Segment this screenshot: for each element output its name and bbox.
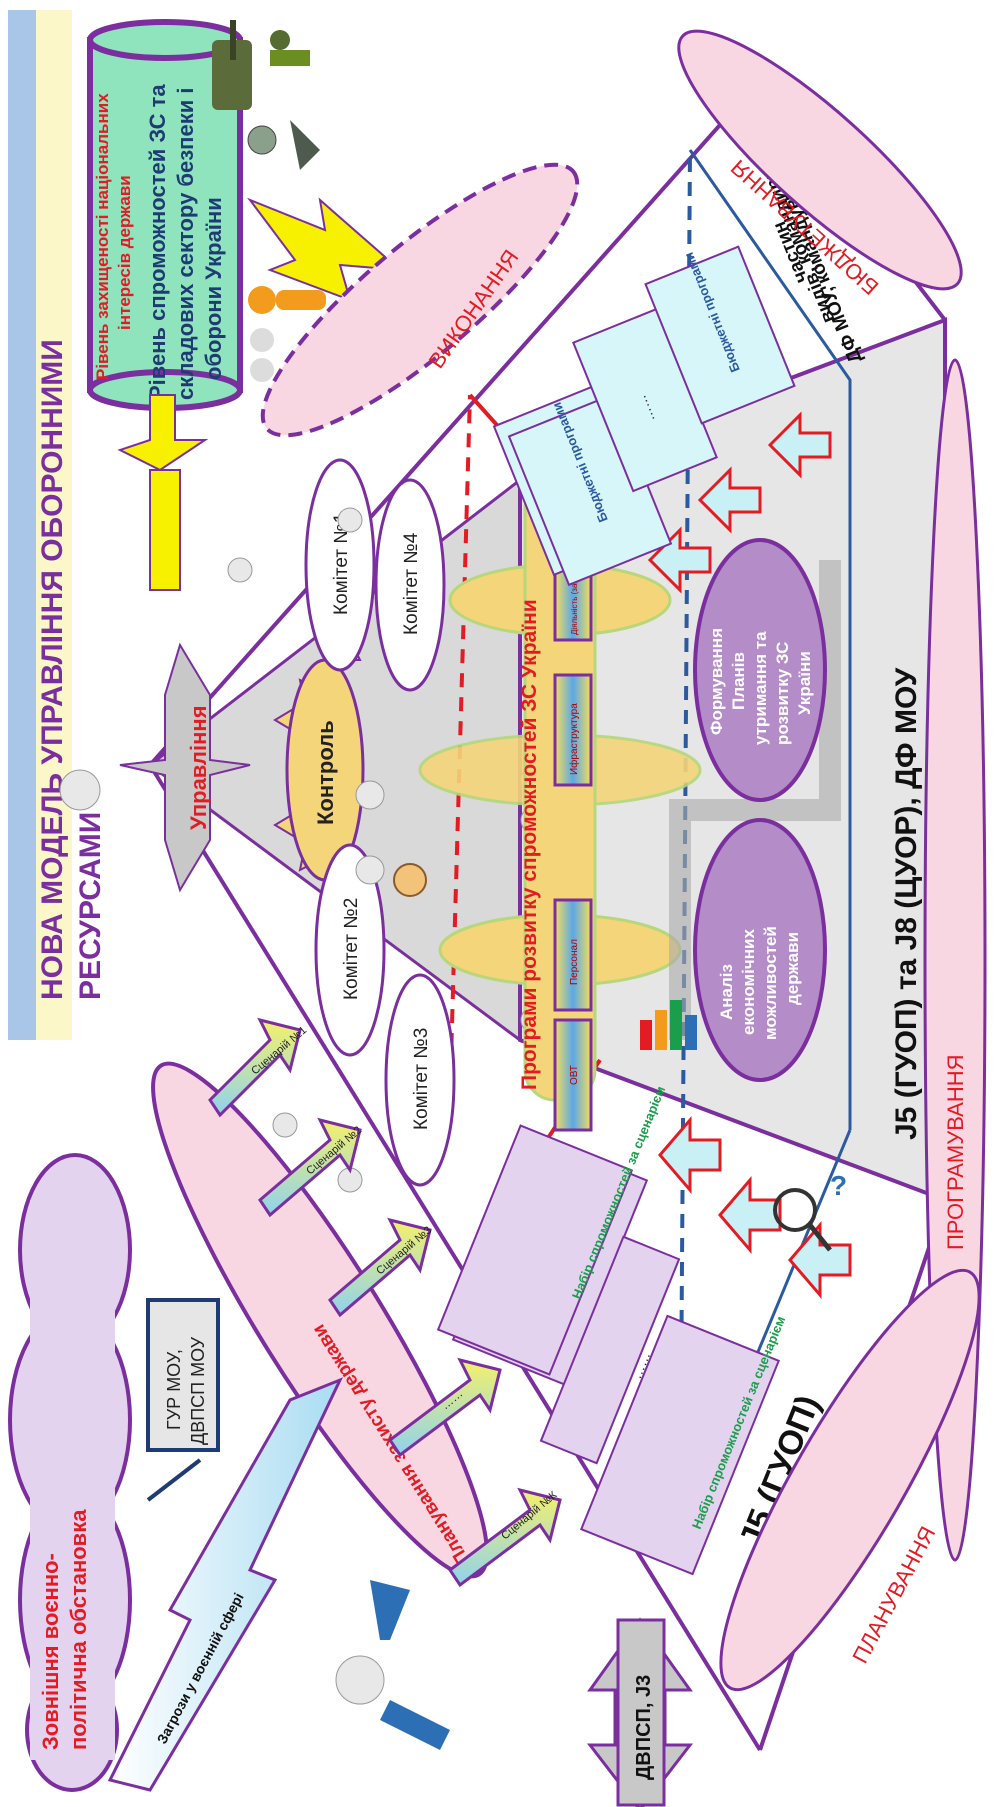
yellow-arrow-up (117, 394, 209, 472)
environment-cloud (8, 1153, 132, 1792)
program-bar-infrastructure: Ифраструктура (553, 673, 593, 787)
threats-bolt (107, 1377, 343, 1792)
analysis-ellipse (693, 818, 827, 1082)
goal-cylinder: Рівень захищеності національних інтересі… (87, 19, 243, 411)
soldier-icon (270, 30, 310, 66)
analysis-line-4: держави (783, 932, 802, 1005)
committee-4: Комітет №4 (374, 478, 446, 692)
goal-blue-line-3: оборони України (201, 197, 226, 380)
intel-box (146, 1298, 220, 1452)
committee-1: Комітет №1 (304, 458, 376, 672)
yellow-arrow-goal (247, 197, 403, 302)
goal-blue-line-2: складових сектору безпеки і (173, 88, 198, 400)
committee-1-label: Комітет №1 (331, 513, 352, 615)
blue-line-right (688, 149, 852, 1130)
management-label: Управління (186, 705, 211, 830)
program-bar-ovt: ОВТ (553, 1018, 593, 1132)
committee-4-label: Комітет №4 (401, 532, 422, 635)
intel-connector (146, 1458, 202, 1502)
dashed-red-separator (448, 394, 472, 1096)
programming-ellipse (923, 358, 987, 1562)
programming-phase-label: ПРОГРАМУВАННЯ (943, 1055, 968, 1251)
execution-ellipse (260, 162, 580, 438)
outline-upper (148, 78, 762, 767)
forming-line-4: розвитку ЗС (773, 642, 792, 745)
environment-line-1: Зовнішня воєнно- (38, 1553, 63, 1750)
programs-header: Програми розвитку спроможностей ЗС Украї… (518, 599, 541, 1090)
intel-line-1: ГУР МОУ, (164, 1349, 184, 1430)
magnifier-icon: ? (773, 1170, 847, 1252)
running-figure-icon (335, 1580, 450, 1750)
title-line-2: РЕСУРСАМИ (74, 812, 107, 1000)
environment-line-2: політична обстановка (66, 1509, 91, 1750)
program-bar-activity-label: Діяльність (застосування) (570, 539, 579, 635)
budgeting-ellipse (677, 29, 963, 291)
committee-3-label: Комітет №3 (411, 1028, 432, 1130)
flow-arrows (647, 411, 852, 1300)
scenario-arrow-k: Сценарій №К (447, 1487, 562, 1588)
goal-red-line-1: Рівень захищеності національних (93, 93, 112, 380)
cycle-arrow (669, 560, 841, 1040)
intel-line-2: ДВПСП МОУ (188, 1336, 208, 1445)
committee-2: Комітет №2 (314, 843, 386, 1057)
tank-icon (212, 20, 252, 110)
title-line-1: НОВА МОДЕЛЬ УПРАВЛІННЯ ОБОРОННИМИ (36, 339, 69, 1000)
scenario-arrow-1: Сценарій №1 (208, 1017, 309, 1118)
analysis-line-3: можливостей (761, 926, 780, 1040)
program-bar-personnel: Персонал (553, 898, 593, 1012)
analysis-line-1: Аналіз (717, 964, 736, 1020)
crowd-figures-icon (248, 286, 326, 382)
planning-phase-ellipse (719, 1268, 981, 1692)
goal-red-line-2: інтересів держави (115, 175, 134, 330)
question-mark-icon: ? (830, 1170, 847, 1201)
clock-icon (393, 863, 427, 897)
program-bar-infrastructure-label: Ифраструктура (568, 703, 580, 775)
diver-icon (247, 120, 320, 170)
forming-plans-ellipse (693, 538, 827, 802)
title-band: НОВА МОДЕЛЬ УПРАВЛІННЯ ОБОРОННИМИ РЕСУРС… (8, 10, 107, 1040)
outline-lower (148, 763, 762, 1752)
program-bar-ovt-label: ОВТ (569, 1065, 580, 1085)
program-bar-personnel-label: Персонал (569, 939, 580, 985)
budget-programs-card-2: Бюджетні програми (644, 245, 796, 425)
dvpsp-box (616, 1618, 666, 1807)
committee-3: Комітет №3 (384, 973, 456, 1187)
bar-chart-icon (640, 1000, 697, 1050)
forming-line-3: утримання та (751, 631, 770, 745)
forming-line-2: Планів (729, 652, 748, 710)
budget-programs-card-1: Бюджетні програми (492, 383, 673, 587)
forming-line-5: України (795, 651, 814, 715)
forming-line-1: Формування (707, 628, 726, 735)
committee-2-label: Комітет №2 (341, 898, 362, 1000)
dvpsp-label: ДВПСП, J3 (633, 1675, 655, 1780)
analysis-line-2: економічних (739, 929, 758, 1035)
yellow-arrow-shaft (149, 469, 181, 591)
scenario-arrow-4: …… (387, 1357, 502, 1458)
management-star (119, 642, 251, 893)
j5-j8-label: J5 (ГУОП) та J8 (ЦУОР), ДФ МОУ (890, 667, 923, 1140)
goal-blue-line-1: Рівень спроможностей ЗС та (145, 84, 170, 400)
control-label: Контроль (313, 720, 338, 825)
